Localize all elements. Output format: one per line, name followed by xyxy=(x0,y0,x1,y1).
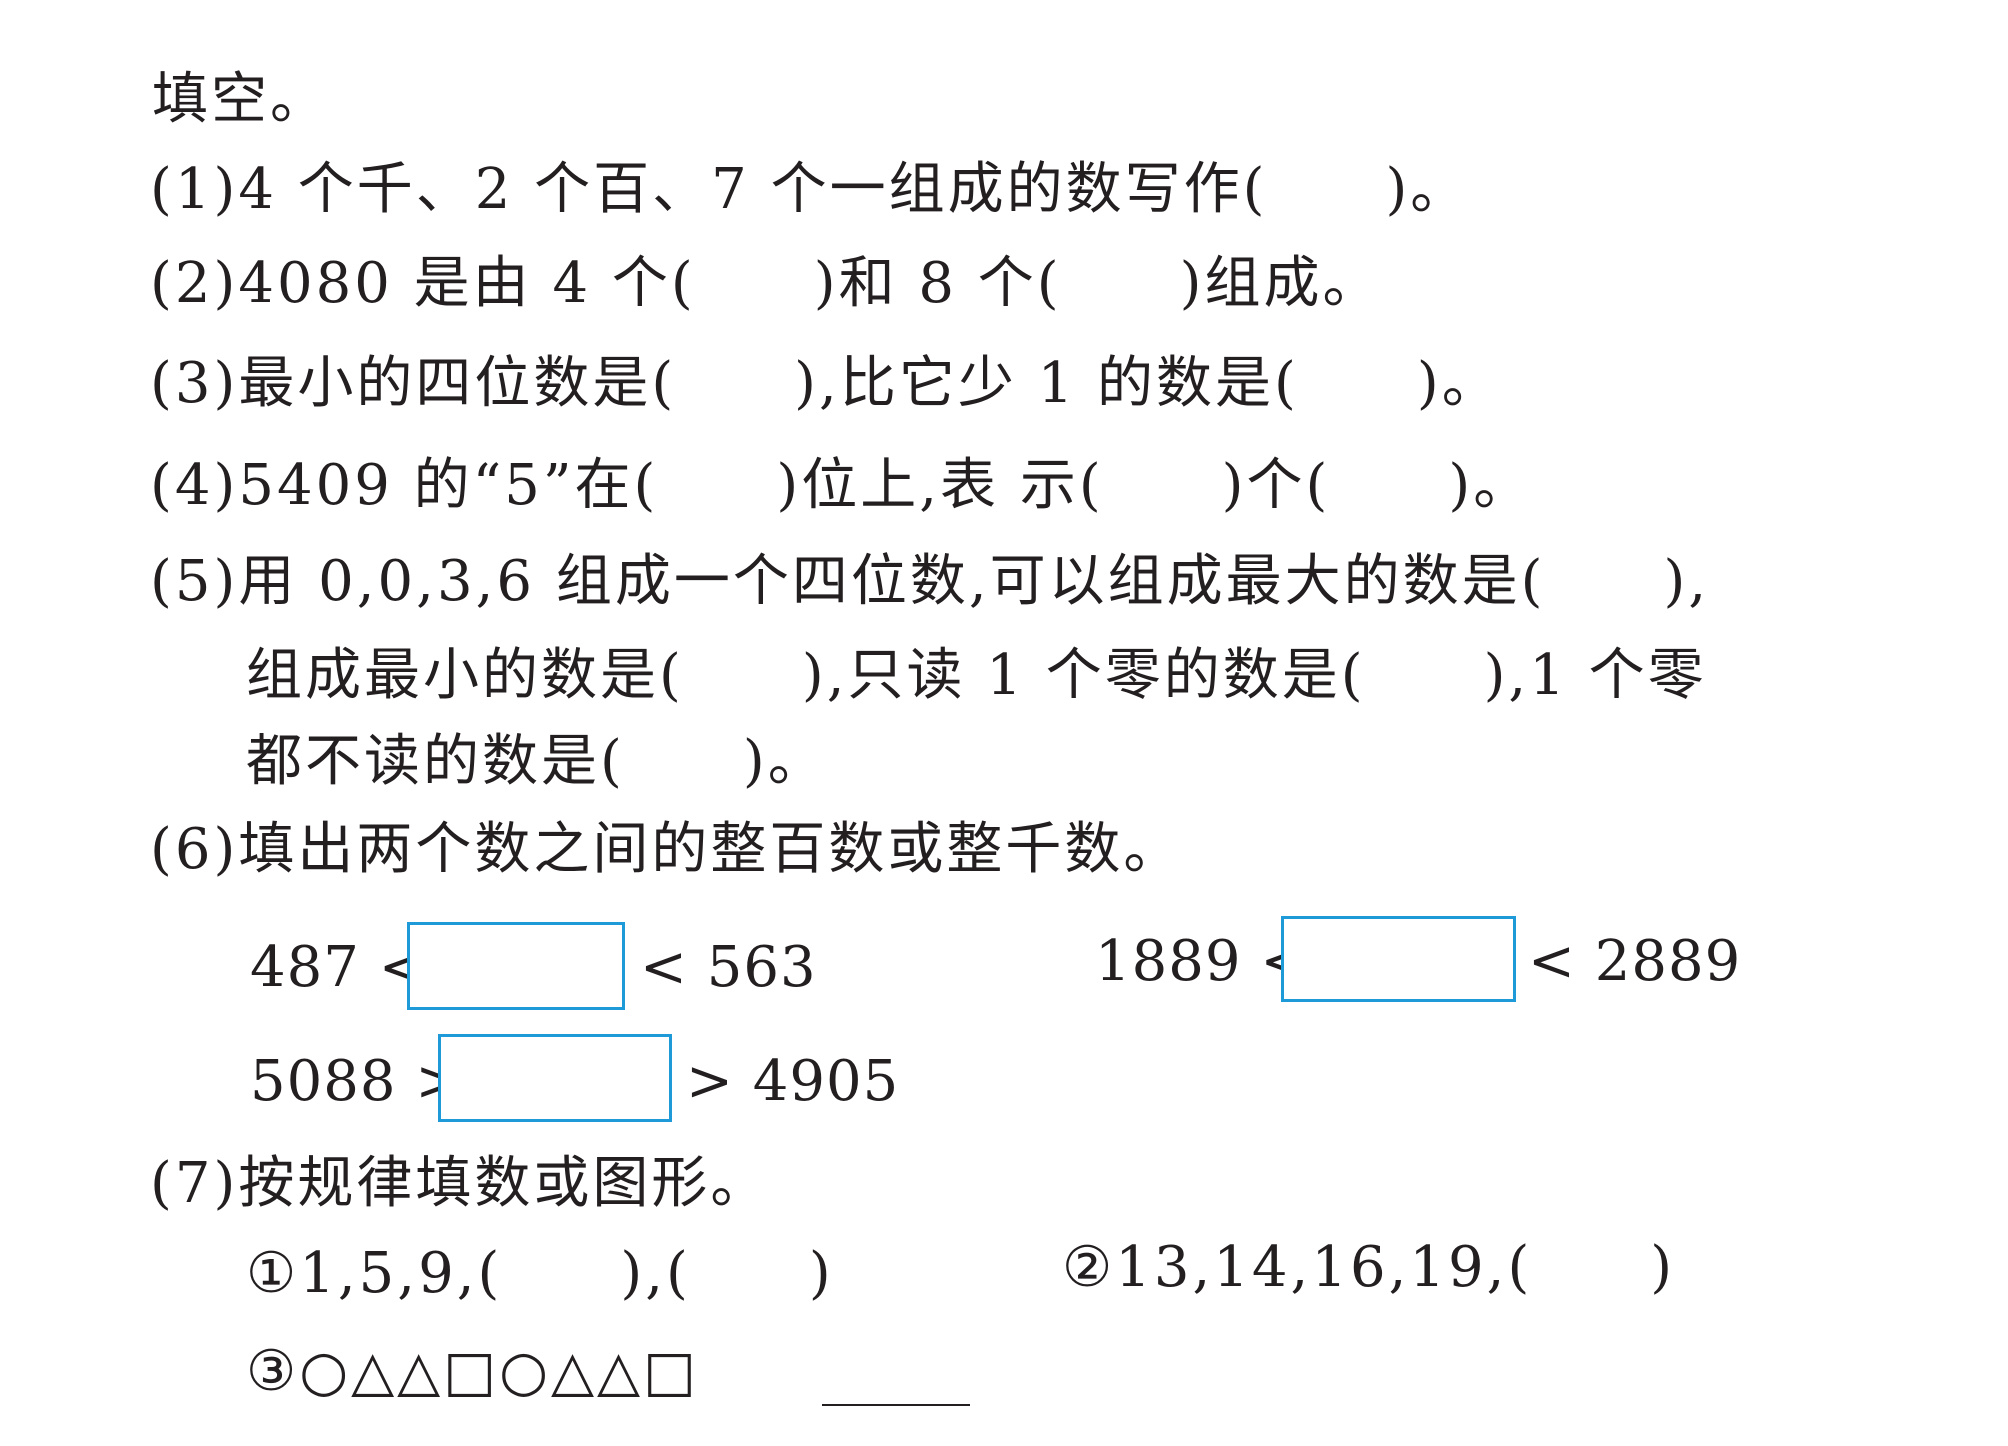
question-2: (2)4080 是由 4 个( )和 8 个( )组成。 xyxy=(150,251,1382,316)
q6-b-answer-box[interactable] xyxy=(1281,916,1516,1002)
question-5-line-2: 组成最小的数是( ),只读 1 个零的数是( ),1 个零 xyxy=(246,643,1707,708)
question-5-line-3: 都不读的数是( )。 xyxy=(246,729,827,794)
q7-part-3-answer-line[interactable] xyxy=(822,1404,970,1406)
q6-b-left: 1889 < xyxy=(1095,929,1309,994)
q6-a-left: 487 < xyxy=(250,935,427,1000)
q6-c-right: > 4905 xyxy=(686,1049,900,1114)
q7-part-2: ②13,14,16,19,( ) xyxy=(1062,1235,1676,1300)
q6-c-left: 5088 > xyxy=(250,1049,464,1114)
q6-a-right: < 563 xyxy=(640,935,817,1000)
section-title: 填空。 xyxy=(152,67,329,132)
question-1: (1)4 个千、2 个百、7 个一组成的数写作( )。 xyxy=(150,157,1470,222)
q6-a-answer-box[interactable] xyxy=(407,922,625,1010)
q7-part-3: ③○△△□○△△□ xyxy=(246,1339,700,1404)
question-6-prompt: (6)填出两个数之间的整百数或整千数。 xyxy=(150,817,1183,882)
question-7-prompt: (7)按规律填数或图形。 xyxy=(150,1151,770,1216)
q6-c-answer-box[interactable] xyxy=(438,1034,672,1122)
q7-part-1: ①1,5,9,( ),( ) xyxy=(246,1241,834,1306)
question-3: (3)最小的四位数是( ),比它少 1 的数是( )。 xyxy=(150,351,1501,416)
q6-b-right: < 2889 xyxy=(1528,929,1742,994)
question-4: (4)5409 的“5”在( )位上,表 示( )个( )。 xyxy=(150,453,1533,518)
question-5-line-1: (5)用 0,0,3,6 组成一个四位数,可以组成最大的数是( ), xyxy=(150,549,1710,614)
